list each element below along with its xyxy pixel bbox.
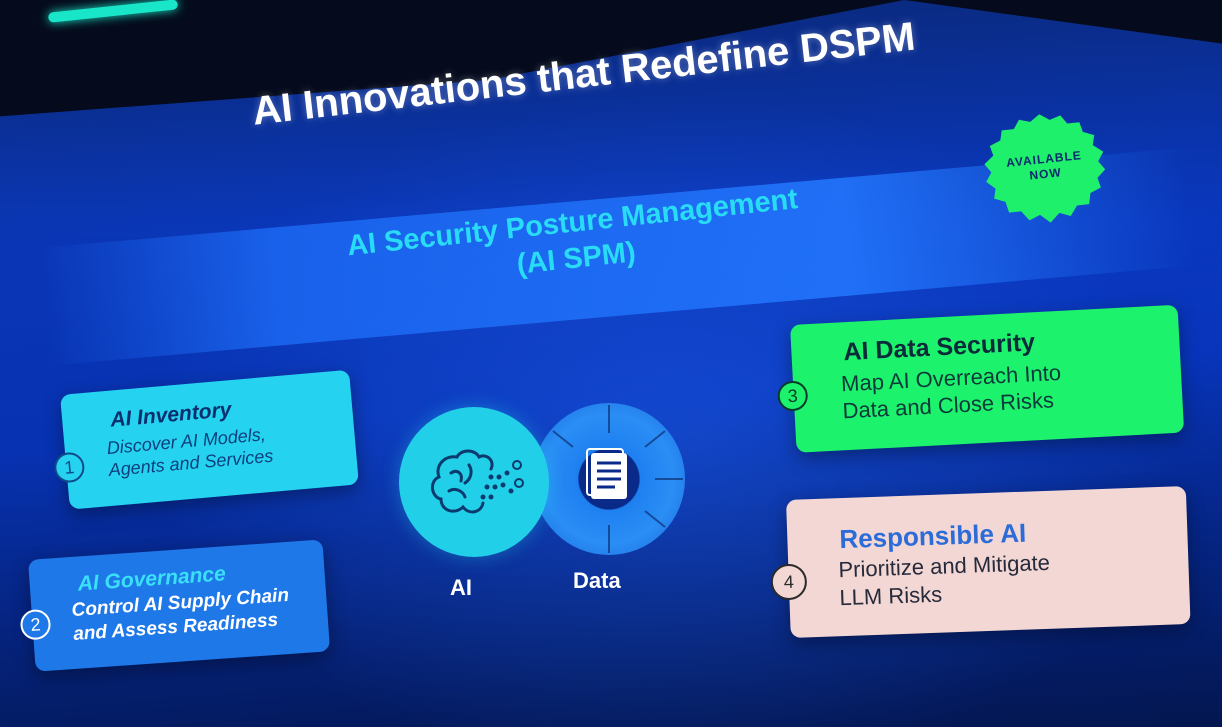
data-circle: [533, 403, 685, 555]
card-title: Responsible AI: [838, 517, 1027, 555]
card-number: 3: [776, 380, 809, 412]
ai-data-venn: [395, 395, 695, 565]
card-responsible-ai: 4 Responsible AI Prioritize and Mitigate…: [770, 486, 1191, 638]
brain-icon: [431, 449, 524, 514]
card-number: 4: [770, 563, 808, 601]
card-description: Prioritize and Mitigate LLM Risks: [838, 545, 1160, 612]
badge-text: AVAILABLE NOW: [983, 146, 1107, 189]
stage-light-strip: [47, 0, 179, 23]
document-icon: [552, 405, 683, 553]
ai-circle: [399, 407, 549, 557]
card-ai-data-security: 3 AI Data Security Map AI Overreach Into…: [776, 304, 1185, 453]
card-ai-governance: 2 AI Governance Control AI Supply Chain …: [19, 539, 331, 672]
data-label: Data: [573, 568, 621, 593]
ai-label: AI: [450, 575, 472, 600]
